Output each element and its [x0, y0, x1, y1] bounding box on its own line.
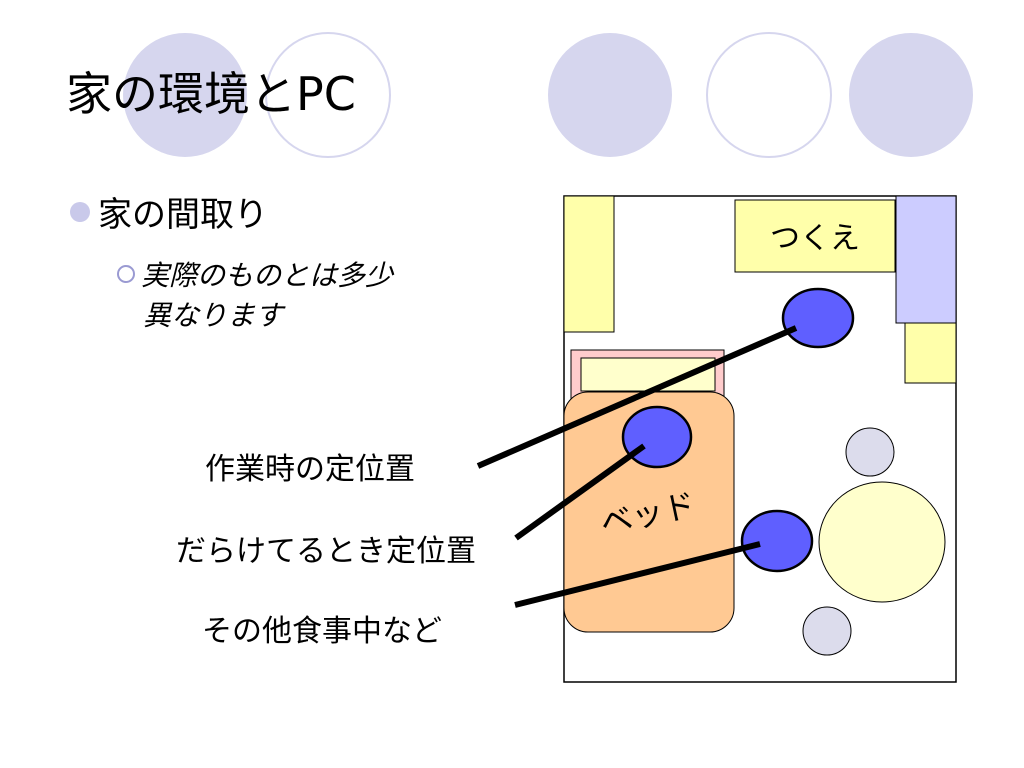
bullet-item: 家の間取り	[70, 193, 268, 237]
deco-circle	[849, 33, 973, 157]
position-marker-work	[781, 287, 855, 349]
position-marker-lounge	[621, 405, 693, 469]
shelf-left	[563, 195, 615, 333]
stool-bottom	[802, 606, 852, 656]
callout-work-position: 作業時の定位置	[205, 452, 415, 487]
bullet-text: 家の間取り	[98, 195, 268, 235]
desk	[734, 199, 896, 273]
deco-ring	[706, 32, 832, 158]
position-marker-other	[740, 509, 814, 573]
bullet-dot-icon	[70, 202, 90, 222]
arrow-other	[514, 541, 761, 608]
side-shelf	[904, 322, 957, 384]
sub-bullet-line2: 異なります	[143, 299, 284, 332]
sub-bullet-ring-icon	[117, 265, 135, 283]
callout-lounging-position: だらけてるとき定位置	[176, 534, 476, 569]
deco-ring	[265, 32, 391, 158]
arrow-lounge	[514, 443, 646, 541]
cabinet	[895, 195, 957, 324]
slide-title: 家の環境とPC	[66, 67, 356, 121]
desk-label: つくえ	[770, 221, 860, 256]
arrow-work	[476, 325, 798, 469]
deco-circle	[123, 33, 247, 157]
round-table	[818, 481, 946, 603]
stool-top	[845, 427, 895, 477]
sub-bullet-line1: 実際のものとは多少	[141, 259, 394, 292]
callout-other-position: その他食事中など	[202, 614, 442, 649]
deco-circle	[548, 33, 672, 157]
sub-bullet-item: 実際のものとは多少 異なります	[117, 256, 393, 336]
